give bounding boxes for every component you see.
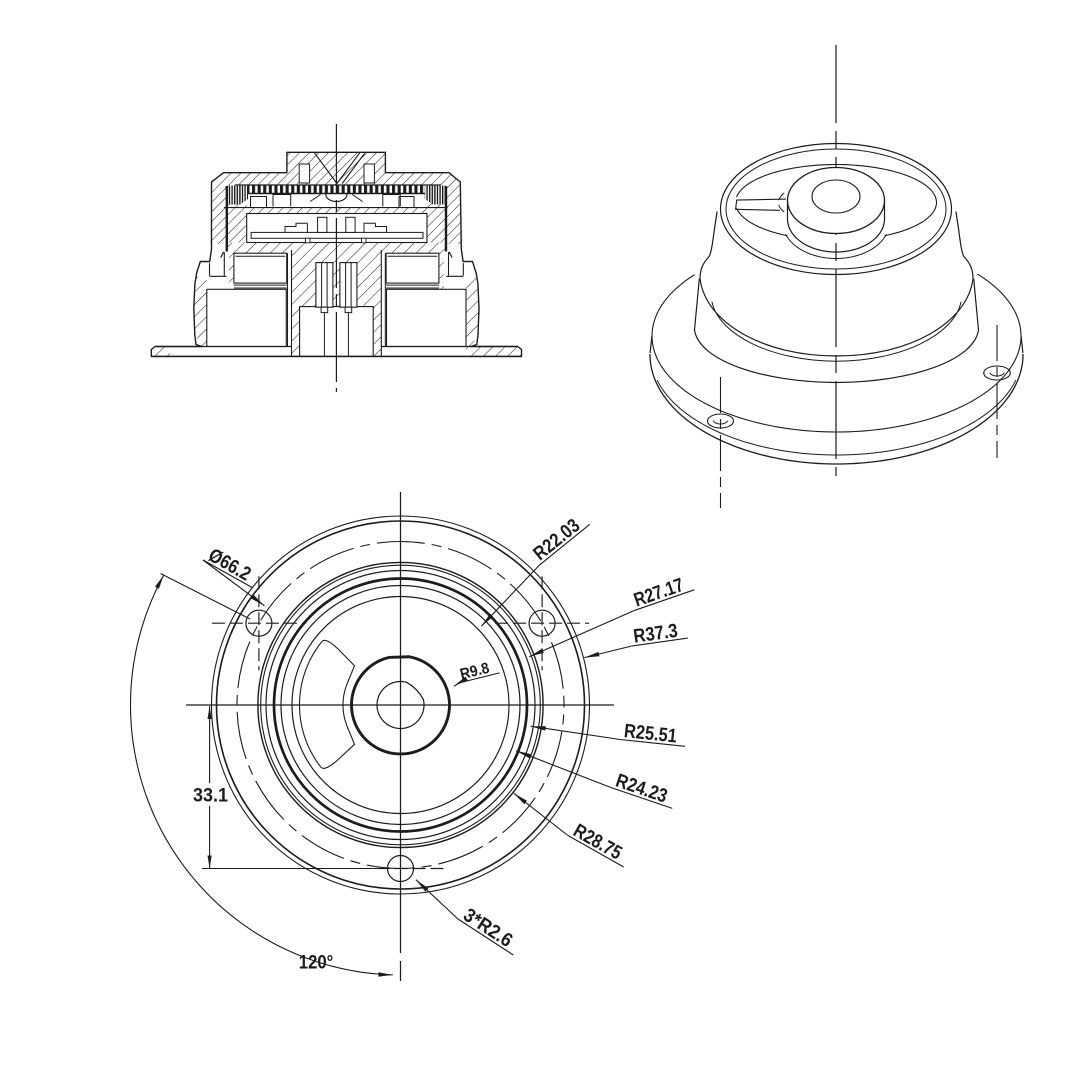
svg-text:120°: 120° [299,952,334,974]
svg-text:R22.03: R22.03 [529,514,584,565]
svg-text:3*R2.6: 3*R2.6 [459,904,516,952]
svg-text:33.1: 33.1 [193,785,228,807]
svg-text:R25.51: R25.51 [623,720,678,747]
svg-text:R9.8: R9.8 [458,660,491,684]
svg-text:R37.3: R37.3 [632,620,679,648]
svg-text:R28.75: R28.75 [570,820,626,865]
svg-text:R24.23: R24.23 [613,770,670,808]
svg-text:R27.17: R27.17 [631,574,686,611]
